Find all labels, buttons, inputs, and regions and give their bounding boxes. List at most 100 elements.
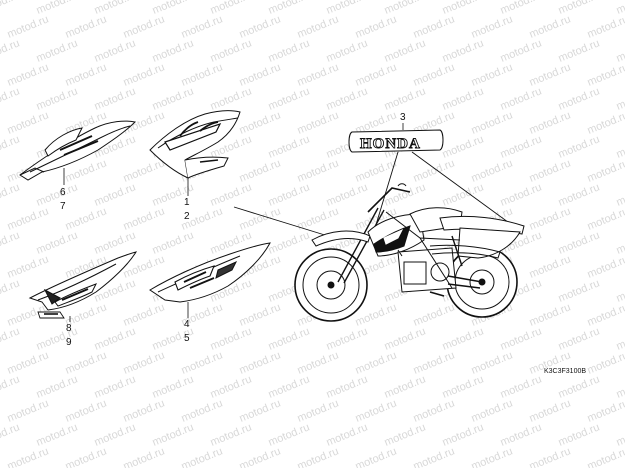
watermark-text: motod.ru: [557, 277, 602, 304]
watermark-text: motod.ru: [64, 13, 109, 40]
watermark-text: motod.ru: [499, 325, 544, 352]
watermark-text: motod.ru: [267, 181, 312, 208]
watermark-text: motod.ru: [615, 325, 625, 352]
watermark-text: motod.ru: [383, 421, 428, 448]
watermark-text: motod.ru: [209, 181, 254, 208]
watermark-text: motod.ru: [296, 13, 341, 40]
watermark-text: motod.ru: [0, 37, 21, 64]
watermark-text: motod.ru: [151, 421, 196, 448]
watermark-text: motod.ru: [470, 61, 515, 88]
watermark-text: motod.ru: [238, 205, 283, 232]
watermark-text: motod.ru: [0, 85, 21, 112]
watermark-text: motod.ru: [557, 85, 602, 112]
watermark-text: motod.ru: [499, 133, 544, 160]
watermark-text: motod.ru: [557, 373, 602, 400]
watermark-text: motod.ru: [383, 85, 428, 112]
watermark-text: motod.ru: [122, 61, 167, 88]
watermark-text: motod.ru: [499, 37, 544, 64]
watermark-text: motod.ru: [151, 229, 196, 256]
watermark-text: motod.ru: [64, 397, 109, 424]
watermark-text: motod.ru: [325, 325, 370, 352]
callout-number: 9: [66, 337, 72, 348]
watermark-text: motod.ru: [238, 349, 283, 376]
watermark-text: motod.ru: [151, 37, 196, 64]
watermark-text: motod.ru: [325, 85, 370, 112]
watermark-text: motod.ru: [35, 373, 80, 400]
watermark-text: motod.ru: [296, 61, 341, 88]
watermark-text: motod.ru: [0, 325, 21, 352]
watermark-text: motod.ru: [528, 445, 573, 468]
watermark-text: motod.ru: [64, 61, 109, 88]
watermark-text: motod.ru: [35, 325, 80, 352]
watermark-text: motod.ru: [557, 181, 602, 208]
callout-8-9: 8 9: [66, 316, 72, 348]
watermark-text: motod.ru: [93, 37, 138, 64]
watermark-text: motod.ru: [267, 133, 312, 160]
watermark-text: motod.ru: [325, 37, 370, 64]
callout-number: 5: [184, 333, 190, 344]
watermark-text: motod.ru: [615, 421, 625, 448]
watermark-text: motod.ru: [122, 445, 167, 468]
watermark-text: motod.ru: [267, 421, 312, 448]
watermark-text: motod.ru: [151, 85, 196, 112]
watermark-text: motod.ru: [354, 13, 399, 40]
watermark-text: motod.ru: [557, 133, 602, 160]
watermark-text: motod.ru: [122, 397, 167, 424]
watermark-text: motod.ru: [267, 373, 312, 400]
watermark-text: motod.ru: [354, 397, 399, 424]
watermark-text: motod.ru: [6, 349, 51, 376]
watermark-text: motod.ru: [441, 421, 486, 448]
watermark-text: motod.ru: [615, 373, 625, 400]
watermark-text: motod.ru: [557, 229, 602, 256]
watermark-text: motod.ru: [470, 445, 515, 468]
watermark-text: motod.ru: [296, 445, 341, 468]
watermark-text: motod.ru: [6, 445, 51, 468]
watermark-text: motod.ru: [209, 373, 254, 400]
callout-number: 2: [184, 211, 190, 222]
watermark-text: motod.ru: [586, 61, 625, 88]
watermark-text: motod.ru: [557, 421, 602, 448]
watermark-text: motod.ru: [441, 85, 486, 112]
watermark-text: motod.ru: [35, 421, 80, 448]
watermark-text: motod.ru: [64, 349, 109, 376]
watermark-text: motod.ru: [64, 205, 109, 232]
watermark-text: motod.ru: [238, 157, 283, 184]
watermark-text: motod.ru: [93, 181, 138, 208]
watermark-text: motod.ru: [0, 133, 21, 160]
watermark-text: motod.ru: [615, 181, 625, 208]
callout-number: 1: [184, 197, 190, 208]
watermark-text: motod.ru: [557, 37, 602, 64]
watermark-text: motod.ru: [0, 373, 21, 400]
watermark-text: motod.ru: [441, 37, 486, 64]
decal-shroud-left-upper: [19, 120, 137, 181]
watermark-text: motod.ru: [325, 181, 370, 208]
watermark-text: motod.ru: [35, 229, 80, 256]
callout-number: 8: [66, 323, 72, 334]
watermark-text: motod.ru: [412, 397, 457, 424]
watermark-text: motod.ru: [296, 109, 341, 136]
watermark-text: motod.ru: [615, 85, 625, 112]
watermark-text: motod.ru: [180, 445, 225, 468]
watermark-text: motod.ru: [325, 373, 370, 400]
watermark-text: motod.ru: [441, 181, 486, 208]
watermark-text: motod.ru: [441, 325, 486, 352]
watermark-text: motod.ru: [238, 109, 283, 136]
watermark-text: motod.ru: [6, 61, 51, 88]
watermark-text: motod.ru: [93, 85, 138, 112]
watermark-text: motod.ru: [470, 397, 515, 424]
watermark-text: motod.ru: [615, 37, 625, 64]
watermark-text: motod.ru: [238, 445, 283, 468]
watermark-text: motod.ru: [122, 205, 167, 232]
watermark-text: motod.ru: [122, 13, 167, 40]
watermark-text: motod.ru: [0, 421, 21, 448]
watermark-text: motod.ru: [180, 397, 225, 424]
watermark-text: motod.ru: [470, 13, 515, 40]
callout-1-2: 1 2: [184, 178, 190, 222]
watermark-text: motod.ru: [412, 61, 457, 88]
honda-logo-text: HONDA: [360, 136, 421, 152]
watermark-text: motod.ru: [238, 301, 283, 328]
watermark-text: motod.ru: [470, 349, 515, 376]
watermark-text: motod.ru: [586, 445, 625, 468]
callout-3: 3: [400, 112, 406, 130]
